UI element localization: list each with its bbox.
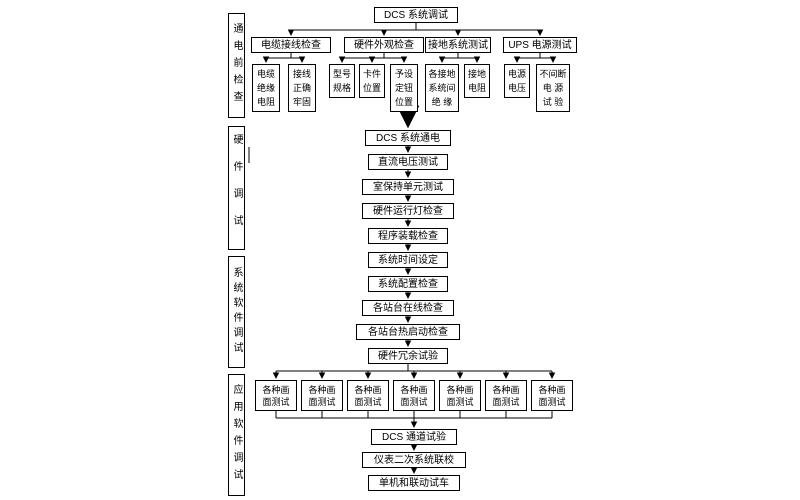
sub-box-preset-knob-position: 予设 定钮 位置 [390, 64, 418, 112]
step-box-program-load-check: 程序装载检查 [368, 228, 448, 244]
step-box-system-time-setting: 系统时间设定 [368, 252, 448, 268]
step-box-system-config-check: 系统配置检查 [368, 276, 448, 292]
group-box-cable-wiring-check: 电缆接线检查 [251, 37, 331, 53]
group-box-hardware-appearance-check: 硬件外观检查 [344, 37, 424, 53]
sub-box-model-spec: 型号 规格 [329, 64, 355, 98]
step-box-run-light-check: 硬件运行灯检查 [362, 203, 454, 219]
root-box-dcs-system-commissioning: DCS 系统调试 [374, 7, 458, 23]
group-box-grounding-system-test: 接地系统测试 [425, 37, 491, 53]
sub-box-wiring-correct-secure: 接线 正确 牢固 [288, 64, 316, 112]
step-box-dc-voltage-test: 直流电压测试 [368, 154, 448, 170]
sub-box-power-voltage: 电源 电压 [504, 64, 530, 98]
sub-box-card-position: 卡件 位置 [359, 64, 385, 98]
screen-test-box-4: 各种画 面测试 [393, 380, 435, 411]
phase-label-pre-power-check: 通电前检查 [228, 13, 245, 118]
final-box-standalone-linkage-trial: 单机和联动试车 [368, 475, 460, 491]
step-box-retention-unit-test: 室保持单元测试 [362, 179, 454, 195]
sub-box-ground-resistance: 接地 电阻 [464, 64, 490, 98]
screen-test-box-1: 各种画 面测试 [255, 380, 297, 411]
sub-box-ups-trial: 不间断 电 源 试 验 [536, 64, 570, 112]
screen-test-box-5: 各种画 面测试 [439, 380, 481, 411]
sub-box-inter-ground-insulation: 各接地 系统间 绝 缘 [425, 64, 459, 112]
phase-label-hardware-debug: 硬件调试 [228, 126, 245, 250]
step-box-dcs-power-on: DCS 系统通电 [365, 130, 451, 146]
sub-box-cable-insulation-resistance: 电缆 绝缘 电阻 [252, 64, 280, 112]
step-box-hardware-redundancy-test: 硬件冗余试验 [368, 348, 448, 364]
final-box-dcs-channel-test: DCS 通道试验 [371, 429, 457, 445]
phase-label-system-software-debug: 系统软件调试 [228, 256, 245, 368]
phase-label-application-software-debug: 应用软件调试 [228, 374, 245, 496]
step-box-station-hot-restart-check: 各站台热启动检查 [356, 324, 460, 340]
group-box-ups-power-test: UPS 电源测试 [503, 37, 577, 53]
screen-test-box-3: 各种画 面测试 [347, 380, 389, 411]
screen-test-box-2: 各种画 面测试 [301, 380, 343, 411]
screen-test-box-7: 各种画 面测试 [531, 380, 573, 411]
step-box-station-online-check: 各站台在线检查 [362, 300, 454, 316]
final-box-instrument-secondary-joint-calibration: 仪表二次系统联校 [362, 452, 466, 468]
screen-test-box-6: 各种画 面测试 [485, 380, 527, 411]
